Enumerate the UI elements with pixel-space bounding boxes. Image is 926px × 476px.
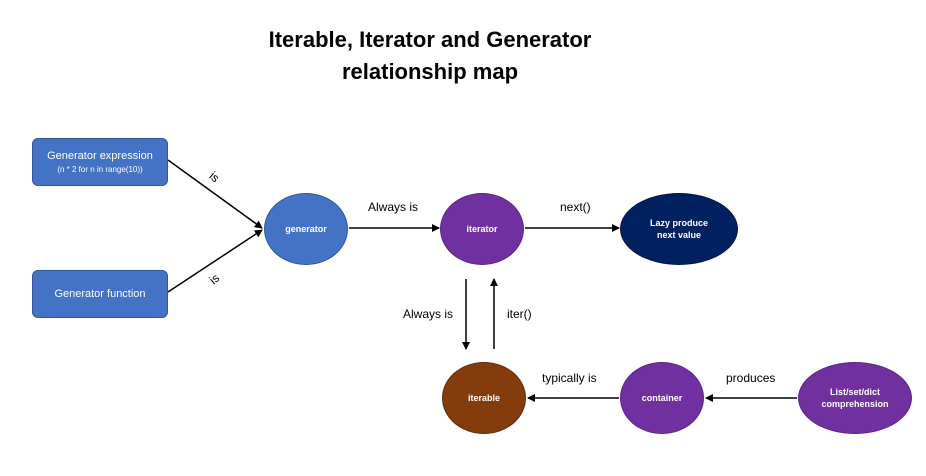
comprehension-line-1: List/set/dict [829, 387, 880, 397]
generator-expression-label: Generator expression [47, 150, 153, 162]
generator-node: generator [264, 193, 348, 265]
arrow-expr-to-generator [167, 159, 263, 229]
iterator-label: iterator [466, 224, 498, 234]
iterable-node: iterable [442, 362, 526, 434]
comprehension-line-2: comprehension [821, 399, 889, 409]
comprehension-node: List/set/dict comprehension [798, 362, 912, 434]
edge-label-next: next() [560, 200, 591, 214]
lazy-produce-line-1: Lazy produce [649, 218, 708, 228]
edge-label-container-iterable: typically is [542, 371, 597, 385]
edge-label-generator-iterator: Always is [368, 200, 419, 214]
iterator-node: iterator [440, 193, 524, 265]
title-line-1: Iterable, Iterator and Generator [268, 27, 592, 52]
title-line-2: relationship map [341, 59, 519, 84]
edge-label-produces: produces [726, 371, 776, 385]
container-label: container [641, 393, 683, 403]
generator-function-label: Generator function [54, 288, 146, 300]
lazy-produce-node: Lazy produce next value [620, 193, 738, 265]
diagram-title: Iterable, Iterator and Generator relatio… [210, 24, 650, 88]
edge-label-iterable-to-iterator: iter() [507, 307, 532, 321]
generator-label: generator [285, 224, 327, 234]
iterable-label: iterable [467, 393, 500, 403]
lazy-produce-line-2: next value [656, 230, 702, 240]
generator-expression-example: (n * 2 for n in range(10)) [57, 165, 143, 174]
arrow-func-to-generator [167, 229, 263, 293]
edge-label-iterator-to-iterable: Always is [403, 307, 454, 321]
generator-function-box: Generator function [32, 270, 168, 318]
generator-expression-box: Generator expression (n * 2 for n in ran… [32, 138, 168, 186]
container-node: container [620, 362, 704, 434]
